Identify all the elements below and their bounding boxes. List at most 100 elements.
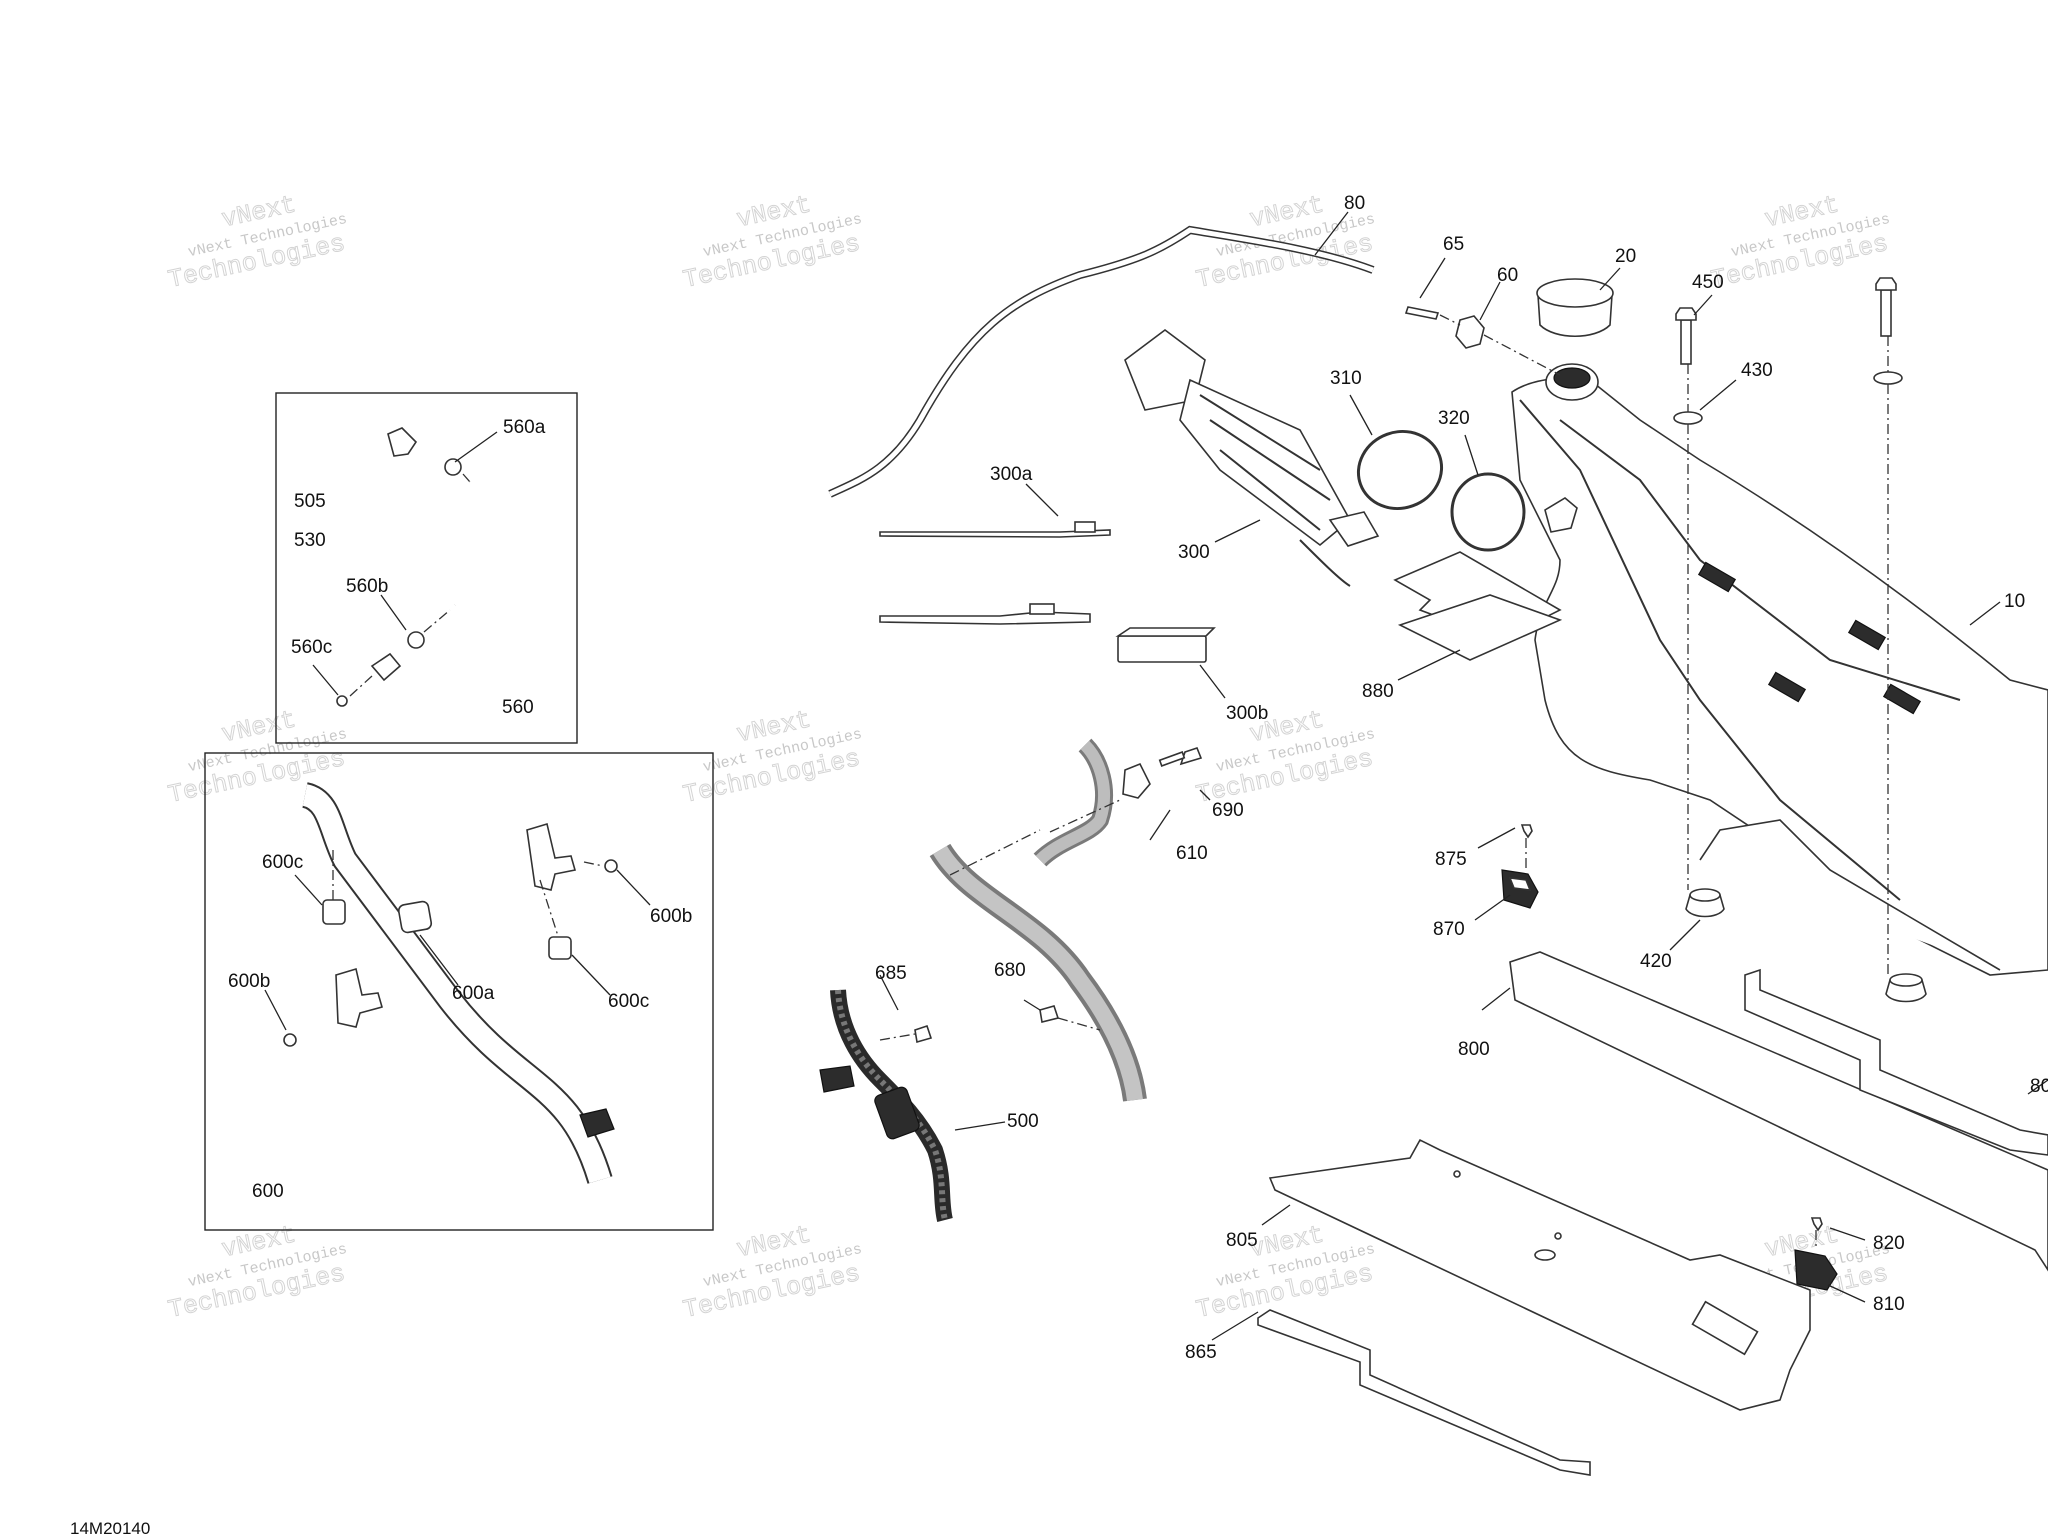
callout-600b-left: 600b	[228, 971, 270, 992]
tank-strap-slot	[1697, 561, 1737, 593]
callout-870: 870	[1433, 919, 1465, 940]
sleeve-600a	[397, 900, 433, 934]
oring-560c	[336, 695, 348, 707]
pump-body	[1179, 378, 1352, 547]
tank-ridge	[1519, 399, 1901, 901]
clamp-560a	[444, 458, 462, 476]
bolt-450-shank-2	[1880, 289, 1892, 337]
heat-shield-805	[1268, 1138, 1811, 1411]
clamp-610	[1122, 762, 1151, 799]
bracket-865	[1257, 1309, 1591, 1476]
callout-865: 865	[1185, 1342, 1217, 1363]
seal-320	[1450, 472, 1526, 552]
callout-300a: 300a	[990, 464, 1033, 485]
pump-float	[1328, 511, 1380, 547]
callout-685: 685	[875, 963, 907, 984]
oring-600b-left	[283, 1033, 297, 1047]
oring-600b-right	[604, 859, 618, 873]
callout-600c-left: 600c	[262, 852, 303, 873]
bolt-450-head-2	[1875, 277, 1897, 291]
shield-cutout	[1691, 1300, 1759, 1356]
callout-310: 310	[1330, 368, 1362, 389]
callout-300b: 300b	[1226, 703, 1268, 724]
screw-875	[1520, 824, 1533, 839]
callout-65: 65	[1443, 234, 1464, 255]
bolt-690	[1158, 751, 1186, 767]
leader-lines	[264, 211, 2048, 1341]
callout-600b-right: 600b	[650, 906, 692, 927]
sender-clip	[1029, 603, 1055, 615]
connector-560a	[387, 427, 418, 457]
sender-tip-300a	[1074, 521, 1096, 533]
t-fitting-upper	[526, 822, 577, 891]
clamp-600c-left	[322, 899, 346, 925]
screw-65	[1404, 306, 1440, 320]
callout-560: 560	[502, 697, 534, 718]
bolt-450-head	[1675, 307, 1697, 321]
screw-820	[1810, 1217, 1823, 1232]
bolt-450	[1675, 277, 1897, 365]
washer-430-2	[1873, 371, 1903, 385]
callout-560b: 560b	[346, 576, 388, 597]
callout-500: 500	[1007, 1111, 1039, 1132]
tank-edge	[1559, 419, 1961, 701]
callout-875: 875	[1435, 849, 1467, 870]
gasket-880-b	[1397, 594, 1563, 661]
callout-20: 20	[1615, 246, 1636, 267]
shield-hole-small	[1554, 1232, 1562, 1240]
clamp-600c-right	[548, 936, 572, 960]
callout-560a: 560a	[503, 417, 546, 438]
pump-flange	[1124, 329, 1206, 411]
tank-strap-slot	[1767, 671, 1807, 703]
heat-shield-80	[1744, 968, 2048, 1156]
bracket-810	[1794, 1249, 1838, 1291]
callout-labels: 80 65 60 20 450 310 430 320 300a 300 10 …	[228, 193, 2048, 1363]
callout-80: 80	[1344, 193, 1365, 214]
washer-430	[1673, 411, 1703, 425]
callout-300: 300	[1178, 542, 1210, 563]
tank-lower-lip	[1699, 819, 2001, 971]
screw-685	[914, 1024, 933, 1044]
bolt-690-head	[1179, 747, 1203, 766]
callout-610: 610	[1176, 843, 1208, 864]
callout-680: 680	[994, 960, 1026, 981]
hose-680-assembly	[929, 843, 1147, 1102]
callout-80-shield: 80	[2030, 1076, 2048, 1097]
callout-10: 10	[2004, 591, 2025, 612]
heat-shield-800	[1509, 951, 2048, 1272]
sender-rod-300a	[879, 529, 1111, 538]
callout-60: 60	[1497, 265, 1518, 286]
callout-805: 805	[1226, 1230, 1258, 1251]
filter-elbow	[819, 1065, 855, 1093]
kit-600-parts	[283, 782, 618, 1184]
ring-310	[1356, 430, 1444, 510]
valve-60	[1455, 315, 1485, 349]
tank-vent-boss	[1544, 497, 1578, 533]
fuel-filter-500	[819, 989, 953, 1222]
callout-810: 810	[1873, 1294, 1905, 1315]
hose-610-assembly	[1033, 738, 1203, 867]
kit-box-560	[275, 392, 578, 744]
fuel-pump-300	[1124, 329, 1380, 587]
filler-cap-20	[1536, 278, 1614, 338]
callout-600c-right: 600c	[608, 991, 649, 1012]
fuel-tank-10	[1511, 363, 2048, 976]
callout-800: 800	[1458, 1039, 1490, 1060]
kit-560-parts	[336, 427, 507, 707]
callout-820: 820	[1873, 1233, 1905, 1254]
callout-450: 450	[1692, 272, 1724, 293]
callout-600a: 600a	[452, 983, 495, 1004]
tank-strap-slot	[1882, 683, 1922, 715]
t-fitting-lower	[335, 967, 383, 1028]
document-id: 14M20140	[70, 1519, 150, 1536]
shield-hole-small	[1453, 1170, 1461, 1178]
callout-420: 420	[1640, 951, 1672, 972]
tank-strap-slot	[1847, 619, 1887, 651]
kit-box-600	[204, 752, 714, 1231]
callout-530: 530	[294, 530, 326, 551]
callout-600: 600	[252, 1181, 284, 1202]
filter-body-500	[874, 1086, 920, 1140]
callout-560c: 560c	[291, 637, 332, 658]
bolt-450-shank	[1680, 319, 1692, 365]
